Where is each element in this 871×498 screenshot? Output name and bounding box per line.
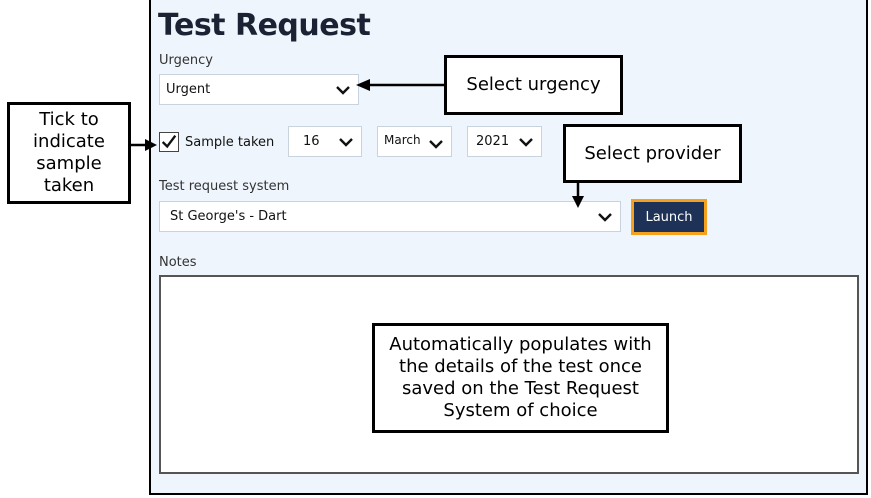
page-title: Test Request (158, 8, 371, 43)
month-value: March (384, 133, 421, 147)
system-select[interactable]: St George's - Dart (159, 201, 621, 232)
callout-urgency: Select urgency (444, 55, 623, 115)
urgency-label: Urgency (159, 53, 213, 68)
callout-tick: Tick to indicate sample taken (7, 102, 131, 204)
system-label: Test request system (159, 179, 290, 194)
urgency-select[interactable]: Urgent (159, 74, 359, 105)
urgency-value: Urgent (166, 82, 211, 97)
chevron-down-icon (598, 212, 612, 222)
chevron-down-icon (519, 137, 533, 147)
year-select[interactable]: 2021 (467, 126, 542, 157)
launch-button[interactable]: Launch (631, 199, 707, 235)
day-select[interactable]: 16 (288, 126, 362, 157)
system-value: St George's - Dart (170, 209, 287, 224)
callout-provider: Select provider (563, 124, 742, 183)
year-value: 2021 (476, 134, 510, 149)
sample-taken-checkbox[interactable] (159, 132, 179, 152)
month-select[interactable]: March (377, 126, 452, 157)
notes-label: Notes (159, 255, 197, 270)
checkmark-icon (161, 134, 177, 149)
callout-notes: Automatically populates with the details… (372, 323, 669, 433)
chevron-down-icon (429, 140, 443, 149)
day-value: 16 (303, 134, 320, 149)
sample-taken-label: Sample taken (185, 135, 275, 150)
chevron-down-icon (336, 85, 350, 95)
chevron-down-icon (339, 137, 353, 147)
